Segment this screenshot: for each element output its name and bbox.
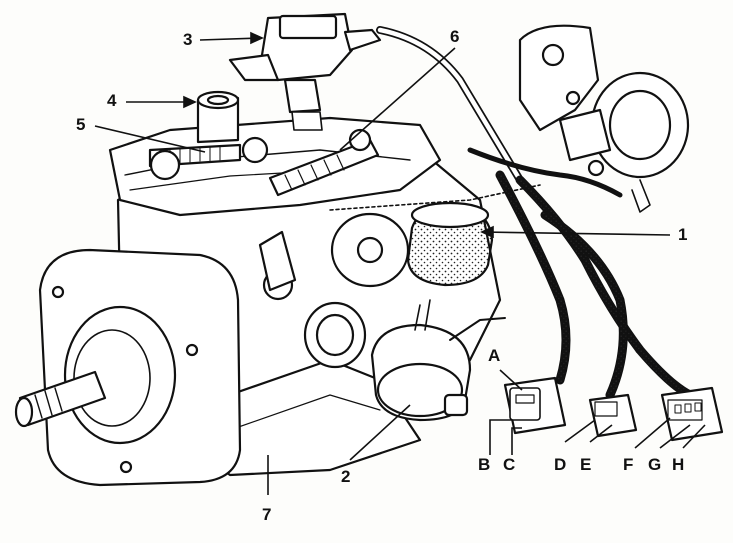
callout-2: 2 (341, 467, 351, 486)
pin-label-d: D (554, 455, 567, 474)
pin-label-f: F (623, 455, 634, 474)
callout-5: 5 (76, 115, 86, 134)
callout-7: 7 (262, 505, 272, 524)
leader-6 (339, 47, 456, 151)
pin-label-c: C (503, 455, 516, 474)
leader-1 (481, 231, 671, 236)
pin-label-g: G (648, 455, 662, 474)
callout-1: 1 (678, 225, 688, 244)
threaded-rod-6 (268, 138, 380, 197)
callout-6: 6 (450, 27, 460, 46)
pin-label-a: A (488, 346, 501, 365)
pin-label-h: H (672, 455, 685, 474)
mounting-bracket (518, 24, 600, 132)
callout-4: 4 (107, 91, 117, 110)
callout-3: 3 (183, 30, 193, 49)
leader-5 (94, 125, 206, 153)
pin-label-b: B (478, 455, 491, 474)
pin-label-e: E (580, 455, 592, 474)
leader-2 (349, 404, 411, 461)
